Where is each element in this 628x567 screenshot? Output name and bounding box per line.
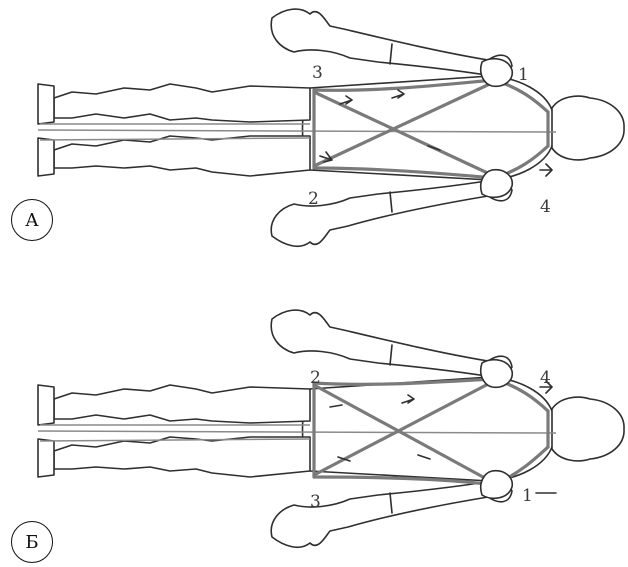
figure-label-a-text: А xyxy=(25,210,39,231)
body-diagram-b: 2 4 3 1 xyxy=(0,297,628,567)
figure-label-b: Б xyxy=(11,521,53,563)
point-1-b: 1 xyxy=(522,486,533,506)
point-2-b: 2 xyxy=(310,368,321,388)
point-2-a: 2 xyxy=(308,189,319,209)
figure-label-a: А xyxy=(11,199,53,241)
point-4-a: 4 xyxy=(540,197,551,217)
point-1-a: 1 xyxy=(518,65,529,85)
body-diagram-a: 3 1 2 4 xyxy=(0,0,628,270)
point-4-b: 4 xyxy=(540,368,551,388)
point-3-b: 3 xyxy=(310,492,321,512)
point-3-a: 3 xyxy=(312,63,323,83)
figure-label-b-text: Б xyxy=(25,532,38,553)
figure-a: 3 1 2 4 xyxy=(0,0,628,270)
figure-b: 2 4 3 1 xyxy=(0,297,628,567)
